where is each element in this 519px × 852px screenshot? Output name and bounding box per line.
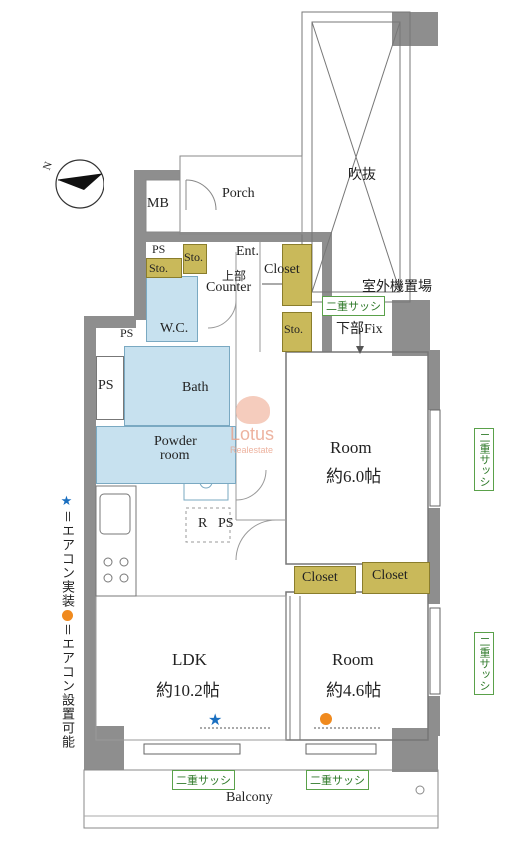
label-ps-4: PS <box>218 516 234 531</box>
wall-entrance-top <box>134 170 180 180</box>
ps-box-3 <box>96 356 124 420</box>
room1-size: 約6.0帖 <box>326 467 382 486</box>
legend-dot-text: ＝エアコン設置可能 <box>60 623 75 750</box>
sash-tag-east-1: 二重サッシ <box>474 428 494 491</box>
wall-west-outer <box>84 316 96 768</box>
legend-star-icon: ★ <box>60 494 75 510</box>
label-closet-a: Closet <box>302 570 338 585</box>
label-porch: Porch <box>222 186 255 201</box>
wall-east-outer-1 <box>428 350 440 410</box>
label-sto-3: Sto. <box>284 322 304 336</box>
wall-east-outer-2 <box>428 508 440 604</box>
label-sto-2: Sto. <box>149 261 169 275</box>
room1-name: Room <box>330 438 372 457</box>
watermark-brand: Lotus <box>230 424 275 444</box>
ldk-size: 約10.2帖 <box>156 681 220 700</box>
label-powder-2: room <box>160 448 190 463</box>
sto-box-3 <box>282 312 312 352</box>
sash-tag-south-2: 二重サッシ <box>306 770 369 790</box>
label-wc: W.C. <box>160 321 189 336</box>
label-ps-1: PS <box>152 242 166 256</box>
bath-area <box>124 346 230 426</box>
ac-possible-dot-icon <box>320 713 332 725</box>
wall-sw-corner <box>84 726 124 770</box>
label-balcony: Balcony <box>226 790 273 805</box>
label-bath: Bath <box>182 380 209 395</box>
watermark-sub: Realestate <box>230 445 274 455</box>
closet-b-box <box>362 562 430 594</box>
sash-tag-south-1: 二重サッシ <box>172 770 235 790</box>
label-kabu-fix: 下部Fix <box>336 322 383 337</box>
label-r: R <box>198 516 208 531</box>
legend: ★＝エアコン実装 ＝エアコン設置可能 <box>58 494 77 749</box>
ldk-name: LDK <box>172 650 207 669</box>
sash-tag-north: 二重サッシ <box>322 296 385 316</box>
room2-size: 約4.6帖 <box>326 681 382 700</box>
watermark-logo: Lotus Realestate <box>230 396 274 455</box>
lotus-flower-icon <box>236 396 270 424</box>
label-sto-1: Sto. <box>184 250 204 264</box>
compass: N <box>41 156 104 216</box>
wall-balcony-pillar-right <box>392 300 430 356</box>
label-mb: MB <box>147 196 169 211</box>
wall-east-outer-3 <box>428 696 440 736</box>
room2-name: Room <box>332 650 374 669</box>
legend-star-text: ＝エアコン実装 <box>60 510 75 609</box>
sto-box-2 <box>146 258 182 278</box>
label-shitsugai: 室外機置場 <box>362 280 432 295</box>
label-fukinuke: 吹抜 <box>348 168 376 183</box>
wall-top-left <box>84 316 136 328</box>
label-jobu: 上部 <box>222 269 247 283</box>
label-ent: Ent. <box>236 244 259 259</box>
sto-box-1 <box>183 244 207 274</box>
ent-closet-box <box>282 244 312 306</box>
wall-entrance-left <box>134 170 146 320</box>
label-closet-b: Closet <box>372 568 408 583</box>
powder-room-area <box>96 426 236 484</box>
closet-a-box <box>294 566 356 594</box>
compass-icon <box>55 159 104 209</box>
label-ps-3: PS <box>98 378 114 393</box>
wall-ent-closet-top <box>260 232 322 242</box>
label-powder-1: Powder <box>154 434 197 449</box>
sash-tag-east-2: 二重サッシ <box>474 632 494 695</box>
label-closet-ent: Closet <box>264 262 300 277</box>
legend-dot-icon <box>61 610 73 622</box>
label-counter: Counter <box>206 280 252 295</box>
wall-entrance-strip <box>146 232 322 242</box>
ac-installed-star-icon: ★ <box>208 710 223 729</box>
label-ps-2: PS <box>120 326 134 340</box>
